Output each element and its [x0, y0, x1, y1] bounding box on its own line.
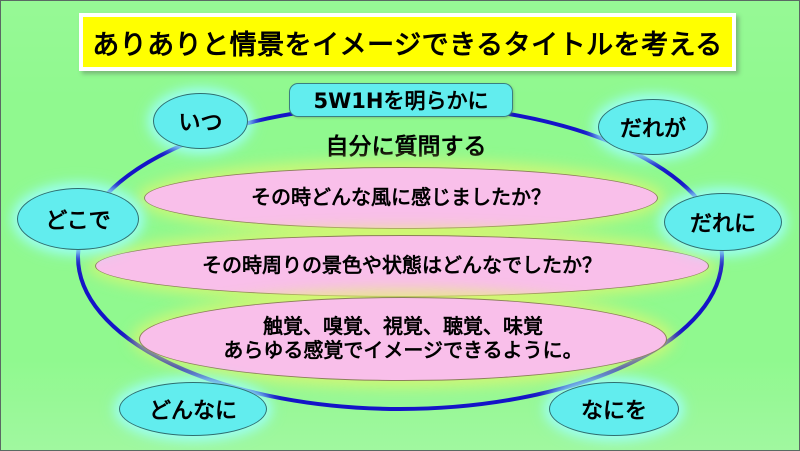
question-oval-3-text: 触覚、嗅覚、視覚、聴覚、味覚 あらゆる感覚でイメージできるように。 — [223, 315, 582, 362]
slide-title-bar: ありありと情景をイメージできるタイトルを考える — [79, 13, 736, 71]
method-label-text: 5W1Hを明らかに — [313, 89, 489, 113]
question-oval-1-text: その時どんな風に感じましたか？ — [251, 185, 551, 210]
question-oval-2-text: その時周りの景色や状態はどんなでしたか？ — [202, 253, 602, 278]
question-oval-3: 触覚、嗅覚、視覚、聴覚、味覚 あらゆる感覚でイメージできるように。 — [139, 297, 667, 381]
node-dokode-label: どこで — [45, 209, 111, 234]
node-dareni: だれに — [664, 193, 782, 251]
node-nanio: なにを — [549, 382, 679, 436]
node-itsu: いつ — [153, 93, 248, 149]
node-itsu-label: いつ — [178, 111, 223, 136]
node-dokode: どこで — [17, 188, 139, 250]
node-donnani: どんなに — [119, 382, 267, 436]
question-oval-3-line2: あらゆる感覚でイメージできるように。 — [223, 338, 583, 362]
node-nanio-label: なにを — [580, 399, 647, 424]
question-oval-1: その時どんな風に感じましたか？ — [144, 167, 658, 229]
node-darega-label: だれが — [619, 117, 686, 142]
page-title: ありありと情景をイメージできるタイトルを考える — [92, 29, 723, 61]
node-dareni-label: だれに — [689, 212, 756, 237]
question-oval-3-line1: 触覚、嗅覚、視覚、聴覚、味覚 — [262, 314, 543, 339]
node-donnani-label: どんなに — [148, 399, 237, 424]
method-label-box: 5W1Hを明らかに — [289, 83, 513, 117]
node-darega: だれが — [598, 99, 708, 155]
instruction-text: 自分に質問する — [325, 134, 487, 160]
question-oval-2: その時周りの景色や状態はどんなでしたか？ — [95, 235, 709, 297]
